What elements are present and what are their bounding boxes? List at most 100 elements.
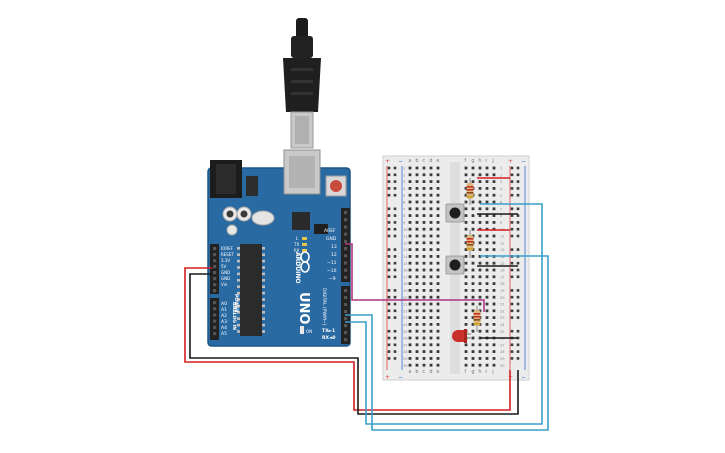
row-number: 5 bbox=[403, 194, 405, 198]
breadboard-hole bbox=[436, 207, 440, 211]
rail-hole bbox=[387, 295, 391, 299]
red-led[interactable] bbox=[452, 329, 471, 343]
atmega-pin bbox=[262, 291, 265, 295]
arduino-brand-name: ARDUINO bbox=[294, 252, 301, 283]
atmega-pin bbox=[262, 330, 265, 333]
breadboard-hole bbox=[492, 214, 496, 217]
atmega-pin bbox=[237, 304, 240, 308]
label-reset: RESET bbox=[221, 252, 234, 257]
resistor-1[interactable] bbox=[466, 178, 474, 205]
row-number: 23 bbox=[403, 316, 408, 320]
rail-hole bbox=[516, 221, 520, 224]
breadboard-hole bbox=[415, 282, 419, 285]
rail-hole bbox=[387, 255, 391, 258]
header-hole bbox=[213, 307, 217, 311]
breadboard-hole bbox=[464, 295, 468, 299]
rail-hole bbox=[393, 214, 397, 217]
breadboard-hole bbox=[478, 289, 482, 292]
atmega-pin bbox=[262, 285, 265, 288]
row-number: 17 bbox=[500, 275, 505, 279]
header-hole bbox=[213, 301, 217, 305]
breadboard-hole bbox=[471, 309, 475, 313]
rail-hole bbox=[387, 357, 391, 360]
breadboard-hole bbox=[478, 241, 482, 245]
breadboard-hole bbox=[415, 187, 419, 190]
rail-hole bbox=[387, 166, 391, 170]
breadboard-hole bbox=[485, 350, 489, 353]
rail-plus-top-right: + bbox=[508, 158, 513, 165]
breadboard-hole bbox=[436, 166, 440, 170]
wire-gnd-black[interactable] bbox=[189, 273, 519, 415]
breadboard-hole bbox=[464, 248, 468, 251]
resistor-1-band-2 bbox=[466, 189, 474, 191]
breadboard-hole bbox=[429, 187, 433, 190]
resistor-2[interactable] bbox=[466, 230, 474, 258]
row-number: 1 bbox=[403, 167, 405, 171]
breadboard-hole bbox=[429, 193, 433, 197]
breadboard-hole bbox=[436, 200, 440, 204]
breadboard-hole bbox=[422, 234, 426, 238]
usb-b-socket-inner bbox=[289, 156, 315, 188]
wire-pin2-cyan-2[interactable] bbox=[345, 255, 549, 431]
arduino-uno-board[interactable]: L TX RX ON IOREF RESET 3.3V 5V GND GND V… bbox=[207, 149, 351, 347]
breadboard-hole bbox=[471, 221, 475, 224]
rail-hole bbox=[510, 268, 514, 272]
row-number: 8 bbox=[403, 214, 406, 218]
resistor-3[interactable] bbox=[473, 306, 481, 332]
column-letter: i bbox=[485, 158, 486, 164]
pushbutton-1-cap bbox=[449, 207, 461, 219]
breadboard-hole bbox=[429, 295, 433, 299]
breadboard-hole bbox=[415, 289, 419, 292]
breadboard-hole bbox=[471, 173, 475, 177]
breadboard-hole bbox=[436, 248, 440, 251]
rail-hole bbox=[516, 166, 520, 170]
breadboard-hole bbox=[436, 193, 440, 197]
row-number: 28 bbox=[500, 350, 505, 354]
rail-hole bbox=[387, 187, 391, 190]
usb-plug-grip-1 bbox=[291, 68, 313, 71]
breadboard-hole bbox=[436, 316, 440, 319]
wire-5v-red[interactable] bbox=[184, 267, 511, 411]
breadboard-hole bbox=[429, 234, 433, 238]
breadboard-hole bbox=[408, 363, 412, 367]
rail-hole bbox=[393, 268, 397, 272]
label-tx: TX bbox=[293, 242, 299, 247]
rail-minus-top-left: − bbox=[398, 158, 403, 165]
row-number: 23 bbox=[500, 316, 505, 320]
header-hole bbox=[344, 247, 348, 251]
usb-cable[interactable] bbox=[283, 18, 321, 149]
row-number: 21 bbox=[500, 303, 505, 307]
header-hole bbox=[344, 296, 348, 300]
breadboard-hole bbox=[464, 261, 468, 265]
breadboard-hole bbox=[436, 336, 440, 340]
wire-pin3-cyan-1[interactable] bbox=[345, 203, 543, 425]
red-led-rim bbox=[464, 329, 467, 343]
rail-hole bbox=[387, 214, 391, 217]
header-hole bbox=[213, 289, 217, 293]
breadboard-hole bbox=[485, 323, 489, 326]
atmega-pin bbox=[262, 311, 265, 314]
breadboard-hole bbox=[492, 357, 496, 360]
row-number: 14 bbox=[403, 255, 408, 259]
breadboard-hole bbox=[478, 295, 482, 299]
breadboard-hole bbox=[422, 248, 426, 251]
breadboard-hole bbox=[485, 221, 489, 224]
row-number: 22 bbox=[403, 309, 408, 313]
row-number: 1 bbox=[500, 167, 502, 171]
wire-pin13-magenta[interactable] bbox=[345, 243, 485, 306]
breadboard-hole bbox=[408, 200, 412, 204]
breadboard-hole bbox=[436, 180, 440, 183]
label-5v: 5V bbox=[221, 264, 227, 269]
label-vin: Vin bbox=[221, 282, 228, 287]
breadboard-hole bbox=[415, 207, 419, 211]
atmega-pins-left bbox=[237, 247, 240, 333]
reset-button[interactable] bbox=[330, 180, 342, 192]
rail-hole bbox=[393, 336, 397, 340]
breadboard-hole bbox=[492, 207, 496, 211]
column-letter: f bbox=[464, 369, 466, 375]
pushbutton-1[interactable] bbox=[445, 203, 465, 223]
pushbutton-2[interactable] bbox=[445, 255, 465, 275]
breadboard-hole bbox=[408, 207, 412, 211]
breadboard-hole bbox=[436, 173, 440, 177]
breadboard-hole bbox=[429, 227, 433, 231]
